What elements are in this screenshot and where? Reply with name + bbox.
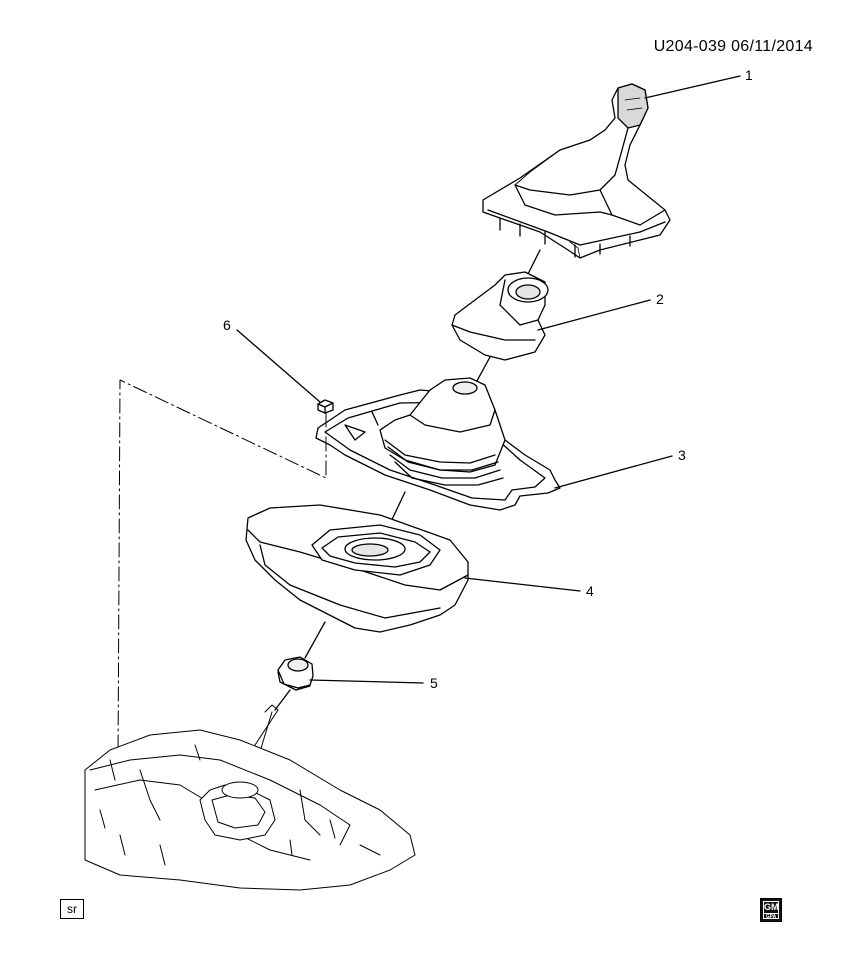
part-5-grommet [277, 656, 314, 691]
leader-lines [236, 75, 741, 684]
alignment-phantom-lines [117, 379, 327, 761]
callout-6: 6 [223, 317, 231, 333]
callout-5: 5 [430, 675, 438, 691]
part-1-shift-knob-bezel [482, 83, 671, 259]
part-6-nut [317, 399, 334, 414]
callout-1: 1 [745, 67, 753, 83]
callout-2: 2 [656, 291, 664, 307]
diagram-code-date: U204-039 06/11/2014 [653, 38, 813, 55]
part-3-boot-frame [315, 377, 561, 511]
gm-logo-sub: GPA [764, 913, 778, 920]
vehicle-floor-shifter-base [84, 704, 416, 891]
gm-logo-text: GM [764, 902, 779, 912]
callout-4: 4 [586, 583, 594, 599]
section-code-box: sr [60, 899, 84, 919]
callout-3: 3 [678, 447, 686, 463]
part-4-console-housing [245, 504, 469, 633]
part-2-inner-shift-boot [451, 271, 549, 361]
